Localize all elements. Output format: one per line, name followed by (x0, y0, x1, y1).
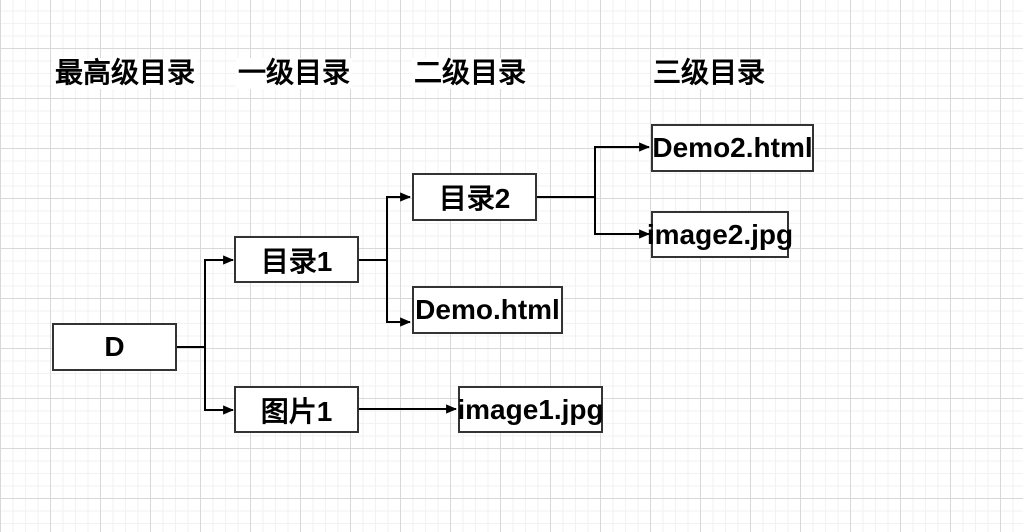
node-pic1[interactable]: 图片1 (234, 386, 359, 433)
connector-dir1-to-dir2 (359, 192, 412, 261)
connector-root-to-dir1 (177, 255, 235, 348)
node-label: 图片1 (260, 395, 333, 427)
node-label: image1.jpg (457, 393, 604, 425)
node-dir1[interactable]: 目录1 (234, 236, 359, 283)
node-label: D (104, 331, 125, 362)
node-label: 目录2 (438, 183, 511, 214)
node-label: Demo.html (415, 294, 560, 325)
column-header-level2: 二级目录 (412, 57, 529, 89)
column-header-level1: 一级目录 (236, 57, 353, 89)
column-header-level3: 三级目录 (651, 57, 768, 89)
connector-root-to-pic1 (177, 346, 235, 415)
column-header-top-level: 最高级目录 (53, 57, 198, 89)
node-image2-jpg[interactable]: image2.jpg (647, 211, 793, 258)
node-image1-jpg[interactable]: image1.jpg (457, 386, 604, 433)
node-root-d[interactable]: D (52, 323, 177, 371)
node-demo-html[interactable]: Demo.html (412, 286, 563, 334)
node-label: 目录1 (260, 245, 333, 277)
node-label: image2.jpg (646, 218, 794, 250)
node-dir2[interactable]: 目录2 (412, 173, 537, 221)
node-demo2-html[interactable]: Demo2.html (651, 124, 814, 172)
node-label: Demo2.html (652, 132, 813, 163)
connector-dir2-to-demo2-html (537, 142, 651, 198)
connector-dir1-to-demo-html (359, 259, 412, 327)
connector-dir2-to-image2-jpg (537, 196, 651, 239)
